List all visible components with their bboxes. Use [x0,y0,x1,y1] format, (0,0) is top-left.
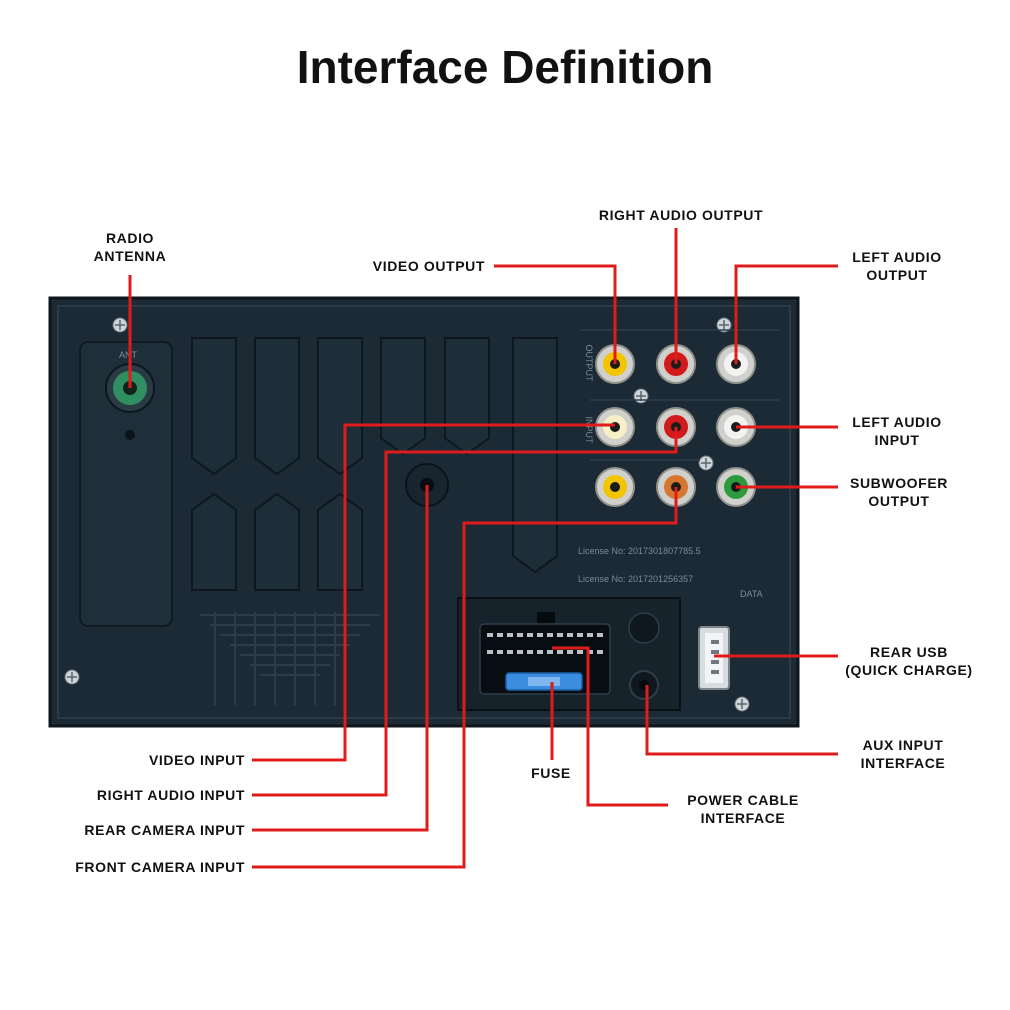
aux-jack-icon[interactable] [629,670,659,700]
label-fuse: FUSE [531,765,571,781]
leader-video-output [494,264,617,364]
leader-lines [128,228,838,869]
label-left-audio-input-line2: INPUT [875,432,920,448]
data-mark: DATA [740,589,763,599]
panel-inner-border [57,305,791,719]
ant-mark: ANT [119,350,138,360]
embossed-traces [200,612,380,705]
rca-section: OUTPUT INPUT [580,329,780,461]
label-subwoofer-output-line2: OUTPUT [868,493,929,509]
leader-front-camera-input [252,487,678,869]
page-title: Interface Definition [296,41,714,93]
video-input-rca-icon[interactable] [595,407,635,447]
fuse-icon[interactable] [505,672,583,691]
label-video-output: VIDEO OUTPUT [373,258,485,274]
leader-power-cable [552,646,668,807]
rear-camera-rca-icon[interactable] [595,467,635,507]
label-radio-antenna-line1: RADIO [106,230,154,246]
screw-icon [716,317,732,333]
head-unit-rear-panel: ANT [48,296,800,728]
leader-aux-input [645,685,838,756]
label-aux-input-line1: AUX INPUT [863,737,944,753]
label-subwoofer-output-line1: SUBWOOFER [850,475,948,491]
label-rear-usb-line2: (QUICK CHARGE) [845,662,972,678]
leader-right-audio-input [252,427,678,797]
license-text-2: License No: 2017201256357 [578,574,693,584]
screw-icon [633,388,649,404]
license-text-1: License No: 2017301807785.5 [578,546,701,556]
label-aux-input-line2: INTERFACE [861,755,946,771]
connector-key [537,612,555,626]
leader-rear-camera-input [252,485,429,832]
callout-labels: RADIO ANTENNA VIDEO OUTPUT RIGHT AUDIO O… [75,207,972,875]
label-front-camera-input: FRONT CAMERA INPUT [75,859,245,875]
label-power-cable-line2: INTERFACE [701,810,786,826]
label-power-cable-line1: POWER CABLE [687,792,799,808]
antenna-module [79,341,173,627]
label-rear-usb-line1: REAR USB [870,644,948,660]
label-radio-antenna-line2: ANTENNA [94,248,167,264]
screw-icon [698,455,714,471]
label-left-audio-input-line1: LEFT AUDIO [852,414,941,430]
output-mark: OUTPUT [584,345,594,383]
label-rear-camera-input: REAR CAMERA INPUT [84,822,245,838]
label-right-audio-input: RIGHT AUDIO INPUT [97,787,245,803]
antenna-hole [125,430,135,440]
usb-port-icon[interactable] [698,626,730,690]
screw-icon [112,317,128,333]
screw-icon [64,669,80,685]
input-mark: INPUT [584,417,594,445]
label-left-audio-output-line2: OUTPUT [866,267,927,283]
leader-left-audio-output [734,264,838,364]
screw-icon [734,696,750,712]
connector-pins [487,633,603,654]
leader-video-input [252,423,615,762]
label-right-audio-output: RIGHT AUDIO OUTPUT [599,207,763,223]
mounting-hole [628,612,660,644]
label-video-input: VIDEO INPUT [149,752,245,768]
label-left-audio-output-line1: LEFT AUDIO [852,249,941,265]
